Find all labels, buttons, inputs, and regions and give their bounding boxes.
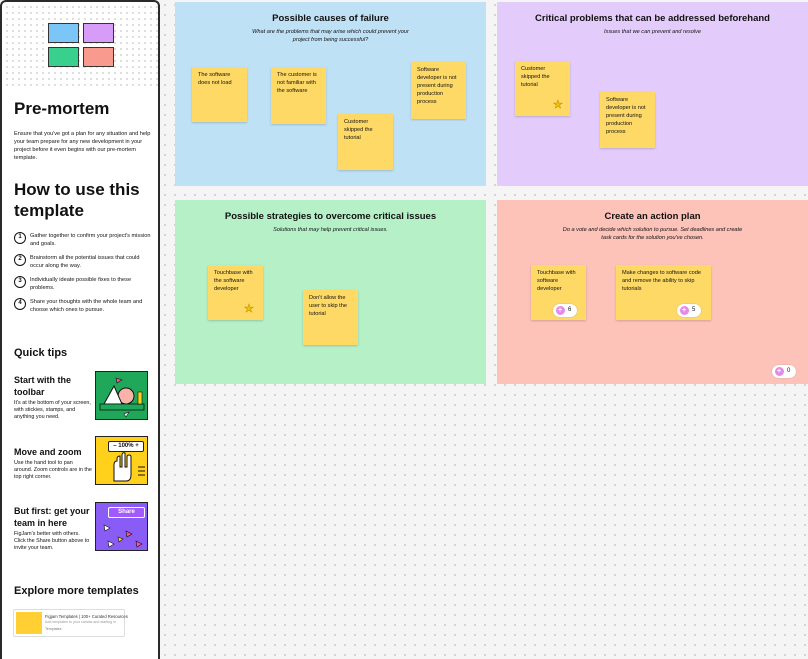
share-button-graphic: Share xyxy=(108,507,145,518)
step-text: Brainstorm all the potential issues that… xyxy=(30,255,140,269)
sticky-note[interactable]: Software developer is not present during… xyxy=(600,92,655,148)
sticky-note[interactable]: Customer skipped the tutorial xyxy=(338,114,393,170)
step-item: 4 Share your thoughts with the whole tea… xyxy=(14,298,152,314)
section-subtitle: Do a vote and decide which solution to p… xyxy=(562,227,743,241)
tip-title: But first: get your team in here xyxy=(14,506,90,528)
section-subtitle: Issues that we can prevent and resolve xyxy=(603,29,701,35)
zoom-illustration: – 100% + xyxy=(95,436,148,485)
share-illustration: Share xyxy=(95,502,148,551)
toolbar-illustration-svg xyxy=(99,377,145,418)
vote-count: 6 xyxy=(568,307,572,313)
tip-title: Start with the toolbar xyxy=(14,375,72,397)
vote-counter[interactable]: 6 xyxy=(553,304,578,317)
step-number: 3 xyxy=(14,276,26,288)
step-text: Individually ideate possible fixes to th… xyxy=(30,277,132,291)
template-card-title: Figjam Templates | 100+ Curated Resource… xyxy=(45,614,128,619)
sticky-note[interactable]: Customer skipped the tutorial xyxy=(515,61,570,116)
section-strategies[interactable]: Possible strategies to overcome critical… xyxy=(175,200,486,384)
template-thumbnail xyxy=(16,612,42,634)
tip-toolbar: Start with the toolbar It's at the botto… xyxy=(14,374,92,421)
section-title: Possible causes of failure xyxy=(272,13,389,24)
vote-counter[interactable]: 0 xyxy=(772,365,797,378)
how-to-use-heading: How to use this template xyxy=(14,180,140,220)
template-title: Pre-mortem xyxy=(14,99,110,118)
green-square-graphic xyxy=(48,47,79,67)
step-number: 1 xyxy=(14,232,26,244)
blue-square-graphic xyxy=(48,23,79,43)
vote-icon xyxy=(775,365,784,378)
tip-move-zoom: Move and zoom Use the hand tool to pan a… xyxy=(14,446,92,481)
tip-share: But first: get your team in here FigJam'… xyxy=(14,505,92,552)
sticky-note[interactable]: Don't allow the user to skip the tutoria… xyxy=(303,290,358,345)
section-subtitle: What are the problems that may arise whi… xyxy=(252,29,409,43)
template-card-author: Templates xyxy=(45,627,62,631)
sticky-note[interactable]: The software does not load xyxy=(192,67,247,122)
vote-counter[interactable]: 5 xyxy=(677,304,702,317)
template-description: Ensure that you've got a plan for any si… xyxy=(14,131,151,161)
step-item: 1 Gather together to confirm your projec… xyxy=(14,232,152,248)
star-stamp-icon: ★ xyxy=(244,303,254,316)
purple-square-graphic xyxy=(83,23,114,43)
section-subtitle: Solutions that may help prevent critical… xyxy=(273,227,388,233)
section-action-plan[interactable]: Create an action plan Do a vote and deci… xyxy=(497,200,808,384)
section-title: Create an action plan xyxy=(604,211,701,222)
vote-icon xyxy=(556,304,565,317)
sticky-note[interactable]: The customer is not familiar with the so… xyxy=(271,67,326,124)
section-title: Possible strategies to overcome critical… xyxy=(224,211,437,222)
template-hero-graphic xyxy=(4,4,158,86)
vote-count: 0 xyxy=(787,368,791,374)
step-text: Share your thoughts with the whole team … xyxy=(30,299,143,313)
template-sidebar: Pre-mortem Ensure that you've got a plan… xyxy=(0,0,160,659)
section-title: Critical problems that can be addressed … xyxy=(535,13,770,24)
section-critical-problems[interactable]: Critical problems that can be addressed … xyxy=(497,2,808,186)
star-stamp-icon: ★ xyxy=(553,99,563,112)
step-number: 4 xyxy=(14,298,26,310)
hand-tool-icon xyxy=(113,452,145,482)
steps-list: 1 Gather together to confirm your projec… xyxy=(14,232,152,320)
sticky-note[interactable]: Touchbase with the software developer xyxy=(208,265,263,320)
step-item: 3 Individually ideate possible fixes to … xyxy=(14,276,152,292)
zoom-control: – 100% + xyxy=(108,441,144,452)
explore-templates-heading: Explore more templates xyxy=(14,585,139,597)
red-square-graphic xyxy=(83,47,114,67)
sticky-note[interactable]: Software developer is not present during… xyxy=(411,62,466,119)
quick-tips-heading: Quick tips xyxy=(14,347,68,359)
tip-description: FigJam's better with others. Click the S… xyxy=(14,531,90,551)
vote-count: 5 xyxy=(692,307,696,313)
section-causes-of-failure[interactable]: Possible causes of failure What are the … xyxy=(175,2,486,186)
step-number: 2 xyxy=(14,254,26,266)
toolbar-illustration xyxy=(95,371,148,420)
cursors-icon xyxy=(103,524,143,548)
step-item: 2 Brainstorm all the potential issues th… xyxy=(14,254,152,270)
vote-icon xyxy=(680,304,689,317)
step-text: Gather together to confirm your project'… xyxy=(30,233,151,247)
tip-description: Use the hand tool to pan around. Zoom co… xyxy=(14,460,92,480)
tip-description: It's at the bottom of your screen, with … xyxy=(14,400,91,420)
tip-title: Move and zoom xyxy=(14,447,82,457)
template-card-subtitle: Add templates to your canvas and startin… xyxy=(45,620,116,624)
template-link-card[interactable]: Figjam Templates | 100+ Curated Resource… xyxy=(13,609,128,637)
